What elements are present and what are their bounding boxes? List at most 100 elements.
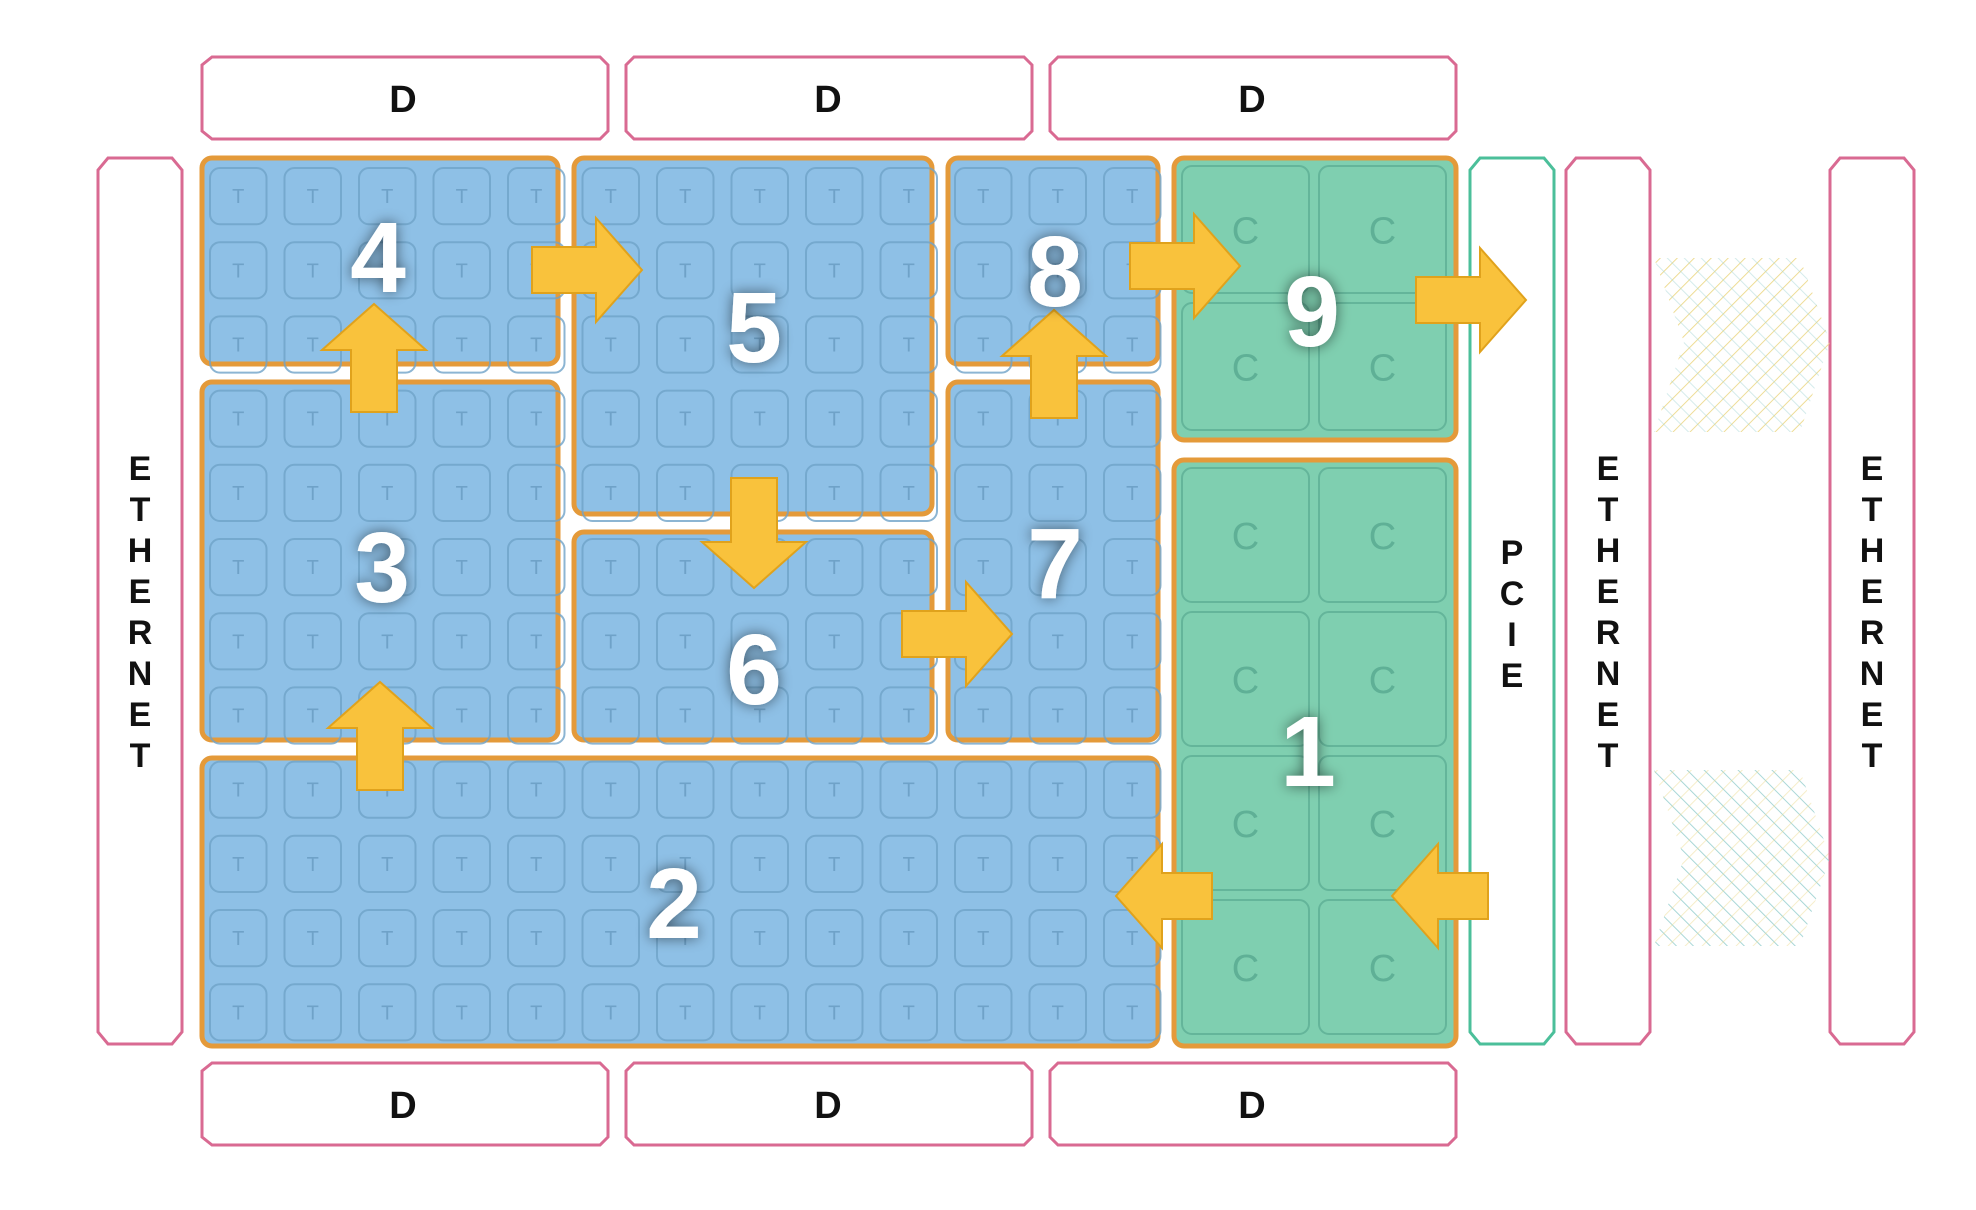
arrow-pcie-to-1 <box>1390 841 1489 951</box>
tensor-cell: T <box>432 538 491 597</box>
tensor-cell: T <box>358 834 417 893</box>
tensor-cell-label: T <box>381 186 393 208</box>
tensor-cell: T <box>954 760 1013 819</box>
tensor-cell-label: T <box>903 409 915 431</box>
tensor-cell: T <box>730 983 789 1042</box>
tensor-cell: T <box>805 241 864 300</box>
tensor-cell-label: T <box>977 335 989 357</box>
tensor-cell-label: T <box>605 1002 617 1024</box>
tensor-cell-label: T <box>456 1002 468 1024</box>
tensor-cell: T <box>656 760 715 819</box>
tensor-cell-label: T <box>1126 483 1138 505</box>
dram-top-2: D <box>624 55 1034 141</box>
cpu-cell-label: C <box>1232 804 1259 846</box>
tensor-cell-label: T <box>977 186 989 208</box>
dram-label: D <box>389 1085 416 1127</box>
tensor-cell-label: T <box>903 780 915 802</box>
tensor-cell-label: T <box>679 409 691 431</box>
tensor-cell-label: T <box>1052 780 1064 802</box>
dram-label: D <box>814 1085 841 1127</box>
cpu-cell-label: C <box>1232 948 1259 990</box>
tensor-cell-label: T <box>1052 706 1064 728</box>
tensor-cell-label: T <box>1126 854 1138 876</box>
tensor-cell: T <box>432 909 491 968</box>
tensor-cell-label: T <box>679 706 691 728</box>
tensor-cell: T <box>507 167 566 226</box>
tensor-cell-label: T <box>530 854 542 876</box>
tensor-cell: T <box>209 463 268 522</box>
tensor-cell-label: T <box>232 928 244 950</box>
tensor-cell: T <box>1028 760 1087 819</box>
tensor-cell: T <box>954 909 1013 968</box>
tensor-cell-label: T <box>232 631 244 653</box>
tensor-cell: T <box>656 834 715 893</box>
tensor-cell: T <box>432 167 491 226</box>
tensor-cell: T <box>954 686 1013 745</box>
tensor-cell-label: T <box>679 483 691 505</box>
tensor-cell: T <box>1028 241 1087 300</box>
tensor-cell-label: T <box>977 706 989 728</box>
tensor-cell-label: T <box>1052 928 1064 950</box>
tensor-cell-label: T <box>1052 557 1064 579</box>
tensor-cell-label: T <box>605 706 617 728</box>
tensor-cell: T <box>1028 612 1087 671</box>
tensor-cell: T <box>1103 686 1162 745</box>
tensor-cell-label: T <box>605 483 617 505</box>
tensor-cell-label: T <box>307 1002 319 1024</box>
region-number: 1 <box>1280 696 1336 808</box>
tensor-cell-label: T <box>381 483 393 505</box>
tensor-cell: T <box>879 241 938 300</box>
tensor-cell: T <box>730 909 789 968</box>
region-number: 6 <box>726 614 782 726</box>
tensor-cell: T <box>581 538 640 597</box>
tensor-cell-label: T <box>530 1002 542 1024</box>
tensor-cell: T <box>432 686 491 745</box>
cpu-cell: C <box>1181 899 1310 1035</box>
tensor-cell: T <box>432 315 491 374</box>
tensor-cell: T <box>1028 909 1087 968</box>
tensor-cell: T <box>507 760 566 819</box>
tensor-cell-label: T <box>605 335 617 357</box>
cpu-cell: C <box>1181 611 1310 747</box>
tensor-cell: T <box>1028 983 1087 1042</box>
tensor-cell-label: T <box>754 1002 766 1024</box>
tensor-cell: T <box>656 315 715 374</box>
tensor-cell-label: T <box>530 483 542 505</box>
tensor-cell: T <box>805 538 864 597</box>
tensor-cell-label: T <box>307 706 319 728</box>
tensor-cell: T <box>1028 538 1087 597</box>
tensor-cell: T <box>879 389 938 448</box>
tensor-cell-label: T <box>828 409 840 431</box>
tensor-cell: T <box>879 834 938 893</box>
tensor-cell-label: T <box>456 409 468 431</box>
tensor-cell-label: T <box>903 854 915 876</box>
tensor-cell: T <box>507 909 566 968</box>
tensor-cell: T <box>805 167 864 226</box>
tensor-cell: T <box>879 463 938 522</box>
tensor-cell: T <box>283 612 342 671</box>
tensor-cell: T <box>730 315 789 374</box>
tensor-cell: T <box>507 686 566 745</box>
cpu-cell-label: C <box>1232 348 1259 390</box>
region-number: 9 <box>1284 256 1340 368</box>
tensor-cell-label: T <box>828 1002 840 1024</box>
tensor-cell-label: T <box>530 706 542 728</box>
tensor-cell: T <box>805 834 864 893</box>
tensor-cell-label: T <box>456 631 468 653</box>
tensor-cell-label: T <box>828 780 840 802</box>
dram-bottom-group: D D D <box>200 1061 1458 1147</box>
tensor-cell: T <box>581 315 640 374</box>
region-number: 7 <box>1027 508 1083 620</box>
cpu-cell: C <box>1318 165 1447 294</box>
tensor-cell-label: T <box>1052 631 1064 653</box>
tensor-cell-label: T <box>232 557 244 579</box>
tensor-cell-label: T <box>977 260 989 282</box>
tensor-cell-label: T <box>903 1002 915 1024</box>
tensor-cell: T <box>879 760 938 819</box>
tensor-cell: T <box>432 241 491 300</box>
tensor-cell: T <box>656 241 715 300</box>
tensor-cell-label: T <box>754 706 766 728</box>
cpu-cell: C <box>1318 611 1447 747</box>
